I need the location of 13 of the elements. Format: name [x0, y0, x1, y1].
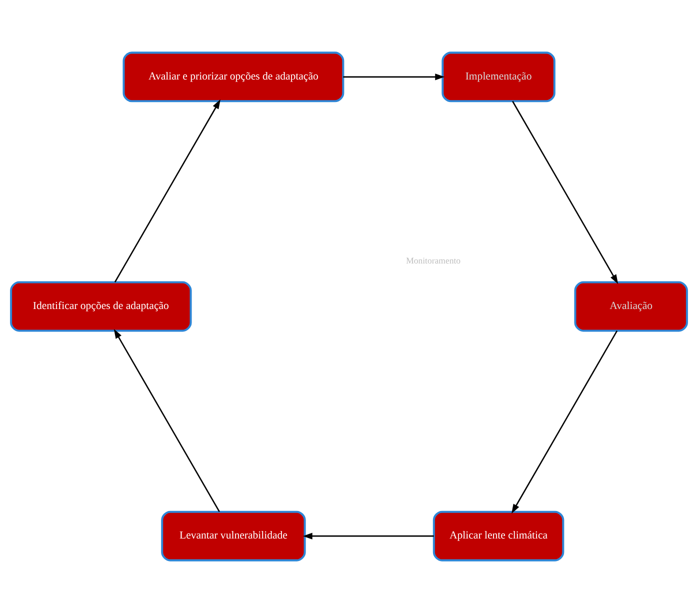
node-box: Avaliar e priorizar opções de adaptação — [122, 51, 344, 102]
node-box: Identificar opções de adaptação — [10, 280, 192, 332]
arrow — [512, 100, 618, 284]
node-box: Avaliação — [574, 280, 688, 332]
arrow — [302, 532, 434, 539]
node-box: Levantar vulnerabilidade — [161, 510, 306, 561]
arrow — [512, 330, 618, 514]
arrow — [114, 98, 220, 282]
node-box: Aplicar lente climática — [432, 510, 564, 561]
node-box: Implementação — [442, 51, 556, 102]
arrow — [343, 73, 445, 80]
label: Monitoramento — [406, 255, 461, 266]
arrow — [114, 328, 220, 512]
